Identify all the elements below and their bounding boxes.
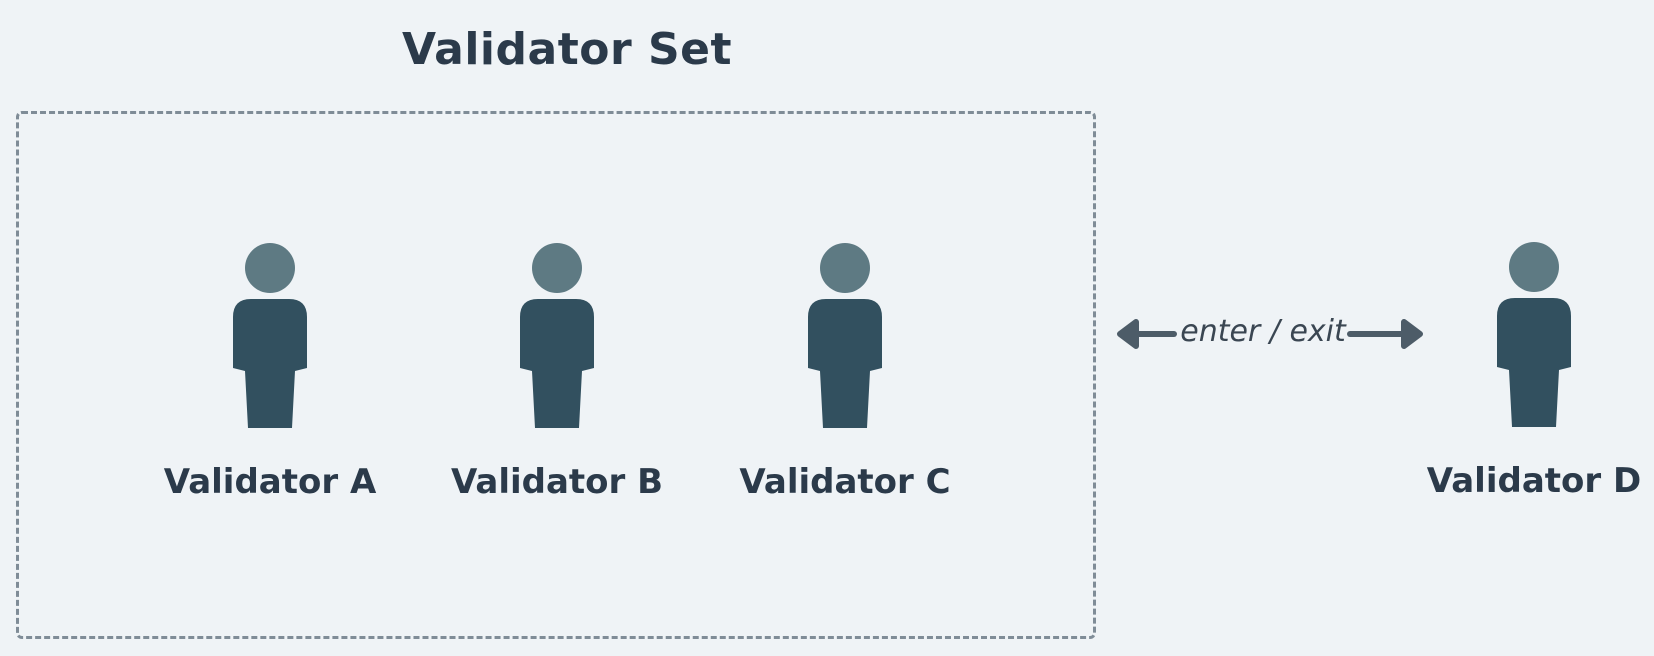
double-arrow-icon — [1117, 319, 1423, 349]
validator-set-title: Validator Set — [402, 24, 733, 75]
validator-set-boundary — [16, 111, 1096, 639]
validator-d: Validator D — [1414, 241, 1654, 501]
person-icon — [808, 243, 882, 428]
person-icon — [1497, 242, 1571, 427]
person-icon — [520, 243, 594, 428]
validator-b: Validator B — [437, 242, 677, 502]
enter-exit-label: enter / exit — [1180, 314, 1346, 349]
validator-c: Validator C — [725, 242, 965, 502]
validator-a: Validator A — [150, 242, 390, 502]
validator-a-label: Validator A — [163, 462, 377, 502]
validator-c-label: Validator C — [739, 462, 951, 502]
person-icon — [233, 243, 307, 428]
validator-d-label: Validator D — [1426, 461, 1642, 501]
validator-b-label: Validator B — [450, 462, 664, 502]
